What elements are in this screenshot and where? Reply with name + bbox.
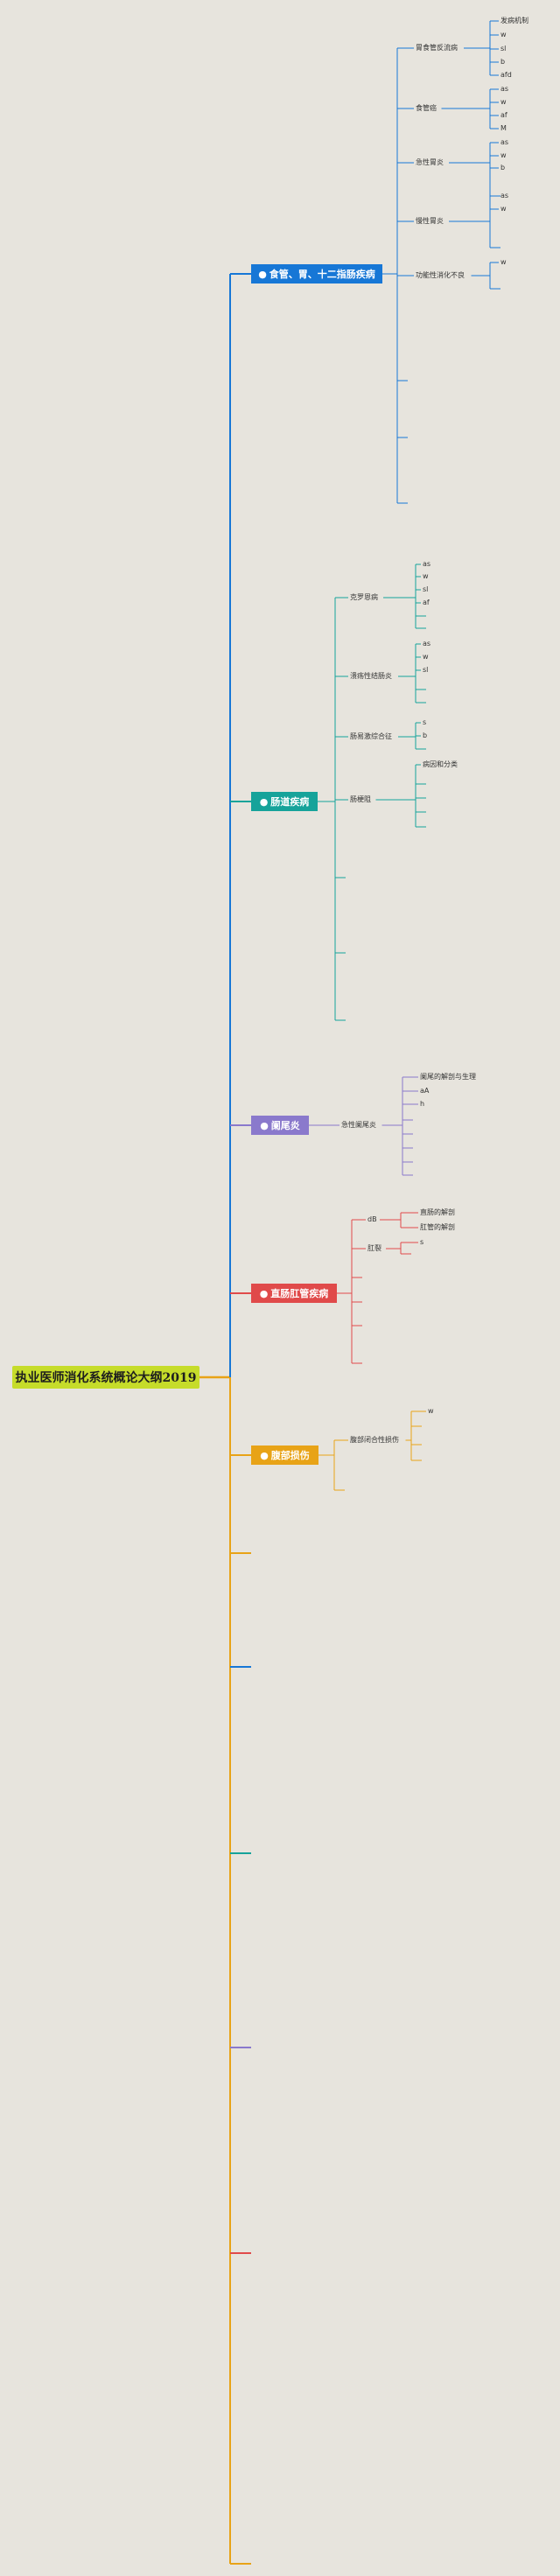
leaf-node[interactable]: s: [420, 1238, 424, 1246]
leaf-node[interactable]: w: [500, 98, 507, 106]
child-node[interactable]: 腹部闭合性损伤: [350, 1436, 399, 1444]
injury-icon: ●: [260, 1449, 269, 1461]
leaf-node[interactable]: 阑尾的解剖与生理: [420, 1073, 476, 1081]
leaf-node[interactable]: sl: [423, 585, 429, 593]
child-node[interactable]: 急性胃炎: [416, 158, 444, 166]
branch-label: 腹部损伤: [270, 1450, 310, 1461]
leaf-node[interactable]: w: [423, 653, 429, 661]
leaf-node[interactable]: b: [423, 732, 428, 739]
leaf-node[interactable]: b: [500, 58, 506, 66]
leaf-node[interactable]: 肛管的解剖: [420, 1223, 455, 1231]
leaf-node[interactable]: w: [423, 572, 429, 580]
child-node[interactable]: 功能性消化不良: [416, 271, 465, 279]
leaf-node[interactable]: w: [500, 151, 507, 159]
branch-node[interactable]: ●肠道疾病: [251, 792, 318, 811]
leaf-node[interactable]: h: [420, 1100, 425, 1108]
branch-node[interactable]: ●腹部损伤: [251, 1446, 318, 1465]
child-node[interactable]: 肛裂: [368, 1244, 382, 1252]
leaf-node[interactable]: af: [500, 111, 508, 119]
leaf-node[interactable]: w: [500, 31, 507, 38]
leaf-node[interactable]: afd: [500, 71, 512, 79]
child-node[interactable]: dB: [368, 1215, 377, 1223]
leaf-node[interactable]: af: [423, 598, 430, 606]
branch-label: 阑尾炎: [270, 1120, 300, 1131]
leaf-node[interactable]: 发病机制: [500, 17, 528, 24]
child-node[interactable]: 胃食管反流病: [416, 44, 458, 52]
child-node[interactable]: 慢性胃炎: [416, 217, 444, 225]
leaf-node[interactable]: as: [423, 640, 431, 648]
leaf-node[interactable]: sl: [423, 666, 429, 674]
child-node[interactable]: 肠易激综合征: [350, 732, 392, 740]
leaf-node[interactable]: w: [500, 258, 507, 266]
leaf-node[interactable]: b: [500, 164, 506, 172]
leaf-node[interactable]: w: [428, 1407, 434, 1415]
leaf-node[interactable]: sl: [500, 45, 507, 52]
stomach-icon: ●: [258, 268, 267, 280]
leaf-node[interactable]: s: [423, 718, 427, 726]
intestine-icon: ●: [259, 795, 269, 808]
leaf-node[interactable]: w: [500, 205, 507, 213]
branch-node[interactable]: ●阑尾炎: [251, 1116, 309, 1135]
leaf-node[interactable]: aA: [420, 1087, 430, 1095]
leaf-node[interactable]: as: [500, 138, 509, 146]
child-node[interactable]: 食管癌: [416, 104, 437, 112]
branch-node[interactable]: ●食管、胃、十二指肠疾病: [251, 264, 382, 284]
root-node[interactable]: 执业医师消化系统概论大纲2019: [12, 1366, 200, 1389]
child-node[interactable]: 克罗恩病: [350, 593, 378, 601]
leaf-node[interactable]: as: [500, 192, 509, 200]
branch-node[interactable]: ●直肠肛管疾病: [251, 1284, 337, 1303]
leaf-node[interactable]: as: [423, 560, 431, 568]
child-node[interactable]: 急性阑尾炎: [341, 1121, 376, 1129]
rectum-icon: ●: [259, 1287, 269, 1299]
child-node[interactable]: 肠梗阻: [350, 795, 371, 803]
leaf-node[interactable]: M: [500, 124, 507, 132]
child-node[interactable]: 溃疡性结肠炎: [350, 672, 392, 680]
branch-label: 食管、胃、十二指肠疾病: [269, 269, 375, 280]
appendix-icon: ●: [260, 1119, 269, 1131]
branch-label: 肠道疾病: [270, 796, 310, 808]
leaf-node[interactable]: 病因和分类: [423, 760, 458, 768]
leaf-node[interactable]: as: [500, 85, 509, 93]
branch-label: 直肠肛管疾病: [270, 1288, 329, 1299]
leaf-node[interactable]: 直肠的解剖: [420, 1208, 455, 1216]
